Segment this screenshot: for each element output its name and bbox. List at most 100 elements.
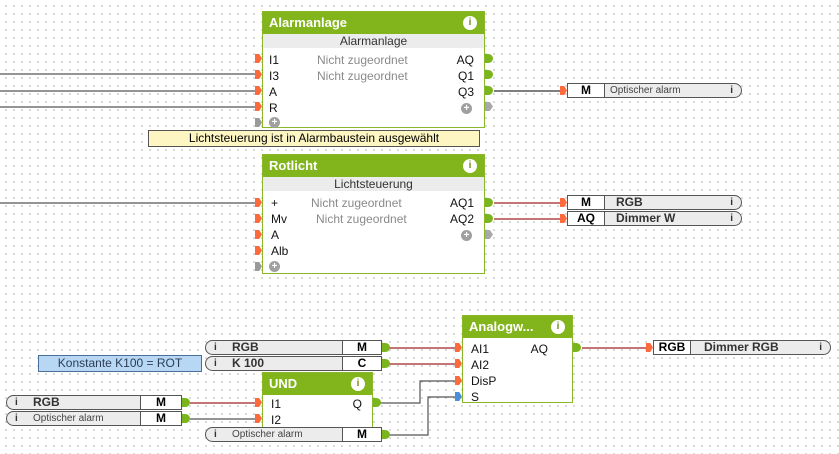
tag-output-pin[interactable]	[182, 398, 190, 407]
block-header[interactable]: Analogw... i	[463, 316, 572, 338]
tag-type: C	[342, 357, 381, 370]
input-label-s: S	[471, 390, 480, 404]
input-label-a: A	[269, 85, 278, 99]
output-pin-aq1[interactable]	[485, 198, 493, 207]
input-pin-add[interactable]	[255, 262, 262, 271]
tag-output-pin[interactable]	[382, 359, 390, 368]
block-analogwert[interactable]: Analogw... i AI1 AI2 DisP S AQ	[462, 315, 573, 404]
input-pin-i2[interactable]	[255, 414, 262, 423]
input-pin-add[interactable]	[255, 118, 262, 127]
output-pin-add[interactable]	[485, 102, 493, 111]
info-icon[interactable]: i	[15, 413, 18, 424]
tag-optischer-alarm[interactable]: M Optischer alarm i	[567, 83, 742, 98]
input-label-plus: +	[271, 196, 279, 210]
output-pin-aq2[interactable]	[485, 214, 493, 223]
output-pin-aq[interactable]	[485, 54, 493, 63]
output-pin-q[interactable]	[373, 398, 381, 407]
konstante-note[interactable]: Konstante K100 = ROT	[38, 355, 202, 372]
tag-type: M	[140, 396, 181, 409]
input-pin-i1[interactable]	[255, 398, 262, 407]
input-pin-a[interactable]	[255, 86, 262, 95]
tag-output-pin[interactable]	[382, 343, 390, 352]
block-header[interactable]: UND i	[263, 373, 372, 395]
input-label-a: A	[271, 228, 280, 242]
tag-input-pin[interactable]	[560, 214, 567, 223]
input-pin-plus[interactable]	[255, 198, 262, 207]
add-output-icon[interactable]: +	[461, 103, 472, 114]
tag-input-pin[interactable]	[560, 86, 567, 95]
input-label-i1: I1	[271, 397, 282, 411]
tag-name: Optischer alarm	[33, 413, 104, 424]
input-pin-s[interactable]	[455, 392, 462, 401]
input-label-disp: DisP	[471, 374, 497, 388]
input-label-alb: Alb	[271, 244, 289, 258]
input-pin-a[interactable]	[255, 230, 262, 239]
input-pin-ai1[interactable]	[455, 343, 462, 352]
info-icon[interactable]: i	[214, 429, 217, 440]
tag-input-pin[interactable]	[646, 343, 653, 352]
output-label-aq2: AQ2	[449, 212, 474, 226]
block-header[interactable]: Alarmanlage i	[263, 12, 484, 34]
info-icon[interactable]: i	[730, 85, 733, 96]
tag-k100[interactable]: i K 100 C	[205, 356, 382, 371]
tag-rgb-input[interactable]: i RGB M	[205, 340, 382, 355]
input-label-ai1: AI1	[471, 342, 490, 356]
tag-type: AQ	[568, 212, 605, 225]
output-label-q3: Q3	[457, 85, 474, 99]
block-rotlicht[interactable]: Rotlicht i Lichtsteuerung + Mv A Alb Nic…	[262, 154, 485, 274]
input-label-i3: I3	[269, 69, 280, 83]
output-pin-aq[interactable]	[573, 343, 581, 352]
info-icon[interactable]: i	[214, 342, 217, 353]
tag-rgb-left[interactable]: i RGB M	[6, 395, 182, 410]
tag-type: M	[140, 412, 181, 425]
info-icon[interactable]: i	[15, 397, 18, 408]
tag-output-pin[interactable]	[382, 430, 390, 439]
block-und[interactable]: UND i I1 I2 Q	[262, 372, 373, 428]
tag-name: Dimmer RGB	[704, 340, 779, 354]
input-pin-r[interactable]	[255, 102, 262, 111]
info-icon[interactable]: i	[351, 377, 365, 391]
input-pin-ai2[interactable]	[455, 359, 462, 368]
alarm-note[interactable]: Lichtsteuerung ist in Alarmbaustein ausg…	[148, 130, 480, 147]
tag-name: RGB	[33, 395, 60, 409]
tag-dimmer-rgb[interactable]: RGB Dimmer RGB i	[653, 340, 831, 355]
output-label-q: Q	[352, 397, 362, 411]
info-icon[interactable]: i	[551, 320, 565, 334]
block-title: UND	[269, 376, 298, 391]
input-label-i2: I2	[271, 413, 282, 427]
tag-optischer-bottom[interactable]: i Optischer alarm M	[205, 427, 382, 442]
input-pin-disp[interactable]	[455, 376, 462, 385]
add-output-icon[interactable]: +	[461, 230, 472, 241]
block-alarmanlage[interactable]: Alarmanlage i Alarmanlage I1 I3 A R Nich…	[262, 11, 485, 128]
tag-dimmer-w[interactable]: AQ Dimmer W i	[567, 211, 742, 226]
info-icon[interactable]: i	[819, 342, 822, 353]
wire-q-disp	[380, 380, 456, 404]
tag-name: Optischer alarm	[232, 429, 303, 440]
output-pin-q1[interactable]	[485, 70, 493, 79]
info-icon[interactable]: i	[463, 159, 477, 173]
tag-name: RGB	[232, 340, 259, 354]
tag-optischer-left[interactable]: i Optischer alarm M	[6, 411, 182, 426]
input-pin-alb[interactable]	[255, 246, 262, 255]
tag-type: M	[568, 196, 605, 209]
tag-input-pin[interactable]	[560, 198, 567, 207]
tag-name: RGB	[616, 195, 643, 209]
block-header[interactable]: Rotlicht i	[263, 155, 484, 177]
info-icon[interactable]: i	[730, 197, 733, 208]
input-pin-mv[interactable]	[255, 214, 262, 223]
tag-type: M	[342, 341, 381, 354]
output-pin-q3[interactable]	[485, 86, 493, 95]
info-icon[interactable]: i	[214, 358, 217, 369]
tag-rgb-output[interactable]: M RGB i	[567, 195, 742, 210]
add-input-icon[interactable]: +	[269, 261, 280, 272]
input-pin-i3[interactable]	[255, 70, 262, 79]
info-icon[interactable]: i	[730, 213, 733, 224]
input-label-ai2: AI2	[471, 358, 490, 372]
input-pin-i1[interactable]	[255, 54, 262, 63]
add-input-icon[interactable]: +	[269, 117, 280, 128]
tag-type: M	[342, 428, 381, 441]
input-label-i1: I1	[269, 53, 280, 67]
output-pin-add[interactable]	[485, 230, 493, 239]
tag-output-pin[interactable]	[182, 414, 190, 423]
info-icon[interactable]: i	[463, 16, 477, 30]
